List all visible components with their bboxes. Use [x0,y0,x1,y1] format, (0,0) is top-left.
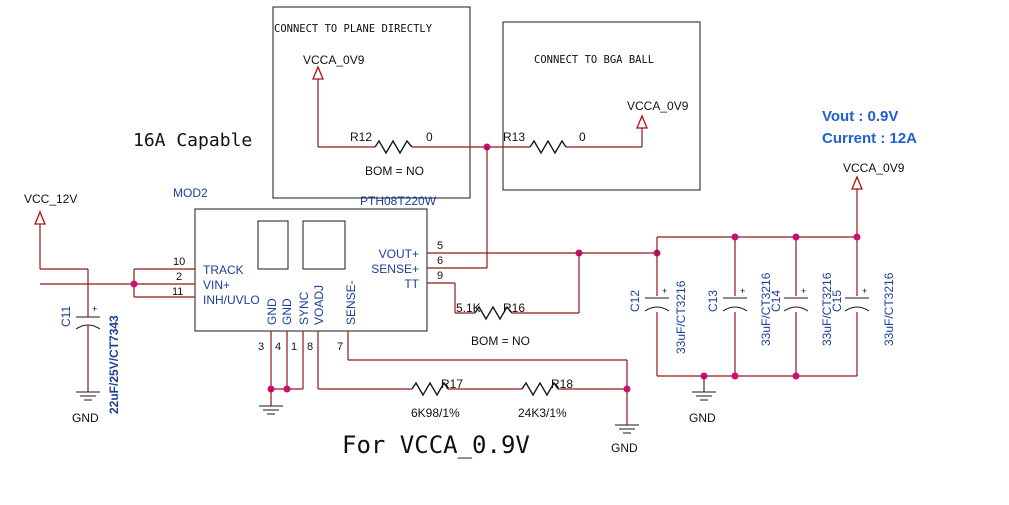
module-inner-block [302,220,346,270]
pin-num-2: 2 [176,271,182,283]
r16-value: 5.1K [456,301,481,315]
c13-plus-sign: + [740,286,745,296]
plane-note-text: CONNECT TO PLANE DIRECTLY [274,23,433,35]
pin-num-4: 4 [275,341,281,353]
pin-num-3: 3 [258,341,264,353]
r13-value: 0 [579,130,586,144]
c15-ref: C15 [830,290,844,312]
c14-value: 33uF/CT3216 [820,272,834,346]
r17-resistor: R17 6K98/1% [318,377,522,420]
pin-name-sense-minus: SENSE- [344,280,358,325]
c14-capacitor: + C14 33uF/CT3216 [769,272,834,346]
gnd-symbol: GND [72,391,100,425]
c11-ref: C11 [59,306,73,327]
mod2-module: MOD2 PTH08T220W TRACK VIN+ INH/UVLO VOUT… [173,186,437,332]
pin-name-vout: VOUT+ [379,247,419,261]
pin-num-11: 11 [172,286,183,298]
junction-dot [623,385,631,393]
gnd-caps-label: GND [689,411,716,425]
pin-num-1: 1 [291,341,297,353]
gnd-r18-label: GND [611,441,638,455]
vcc-12v-label: VCC_12V [24,192,77,206]
pin-name-inh: INH/UVLO [203,293,260,307]
pin-num-8: 8 [307,341,313,353]
mod2-ref: MOD2 [173,186,208,200]
c15-capacitor: + C15 33uF/CT3216 [830,272,896,346]
r12-value: 0 [426,130,433,144]
plane-note-box: CONNECT TO PLANE DIRECTLY [272,6,471,199]
gnd-symbol: GND [611,424,639,455]
r12-ref: R12 [350,130,372,144]
pin-name-tt: TT [404,277,419,291]
vout-spec: Vout : 0.9V [822,108,898,125]
c11-capacitor: + C11 22uF/25V/CT7343 [59,297,121,414]
current-spec: Current : 12A [822,130,917,147]
pin-num-10: 10 [173,256,185,268]
pin-name-voadj: VOADJ [312,285,326,325]
r13-ref: R13 [503,130,525,144]
r16-ref: R16 [503,301,525,315]
junction-dot [792,372,800,380]
c12-capacitor: + C12 33uF/CT3216 [628,280,688,354]
vcca-out-label: VCCA_0V9 [843,161,905,175]
vcca-bga-power-symbol: VCCA_0V9 [627,99,689,147]
r17-ref: R17 [441,377,463,391]
c11-value: 22uF/25V/CT7343 [107,315,121,414]
gnd-symbol [259,389,283,415]
module-right-pins: 5 6 9 [427,240,657,284]
r12-resistor: R12 0 BOM = NO [318,130,505,178]
c14-ref: C14 [769,290,783,312]
bga-note-text: CONNECT TO BGA BALL [534,54,654,66]
c14-plus-sign: + [801,286,806,296]
mod2-part: PTH08T220W [360,194,437,208]
vcca-bga-label: VCCA_0V9 [627,99,689,113]
r18-resistor: R18 24K3/1% [518,377,627,420]
c13-value: 33uF/CT3216 [759,272,773,346]
c15-value: 33uF/CT3216 [882,272,896,346]
junction-dot [792,233,800,241]
pin-name-sense-plus: SENSE+ [371,262,419,276]
r13-resistor: R13 0 [503,130,642,155]
pin-name-vin: VIN+ [203,278,230,292]
capable-note: 16A Capable [133,130,252,151]
pin-num-6: 6 [437,255,443,267]
pin-name-sync: SYNC [297,291,311,325]
vcca-plane-label: VCCA_0V9 [303,53,365,67]
module-inner-block [257,220,289,270]
c12-ref: C12 [628,290,642,312]
r17-value: 6K98/1% [411,406,460,420]
junction-dot [853,233,861,241]
junction-dot [731,233,739,241]
r18-ref: R18 [551,377,573,391]
vcca-plane-power-symbol: VCCA_0V9 [303,53,365,147]
pin-name-gnd-4: GND [280,298,294,325]
r16-bom-note: BOM = NO [471,334,530,348]
footer-note: For VCCA_0.9V [342,431,530,459]
pin-num-7: 7 [337,341,343,353]
pin-num-9: 9 [437,270,443,282]
c12-value: 33uF/CT3216 [674,280,688,354]
pin-name-gnd-3: GND [265,298,279,325]
junction-dot [731,372,739,380]
c13-capacitor: + C13 33uF/CT3216 [706,272,773,346]
module-left-pins: 10 2 11 [40,256,195,298]
pin-num-5: 5 [437,240,443,252]
junction-dot [130,280,138,288]
r12-bom-note: BOM = NO [365,164,424,178]
c11-plus-sign: + [92,304,97,314]
pin-name-track: TRACK [203,263,244,277]
c13-ref: C13 [706,290,720,312]
vcca-out-power-symbol: VCCA_0V9 [843,161,905,237]
c15-plus-sign: + [862,286,867,296]
junction-dot [283,385,291,393]
vcc-12v-power-symbol: VCC_12V [24,192,77,269]
bga-note-box: CONNECT TO BGA BALL [502,21,701,191]
r18-value: 24K3/1% [518,406,567,420]
gnd-symbol: GND [689,376,716,425]
c12-plus-sign: + [662,286,667,296]
r16-resistor: 5.1K R16 BOM = NO [454,253,580,348]
gnd-c11-label: GND [72,411,99,425]
module-bottom-pins: 3 4 1 8 7 [258,331,628,425]
